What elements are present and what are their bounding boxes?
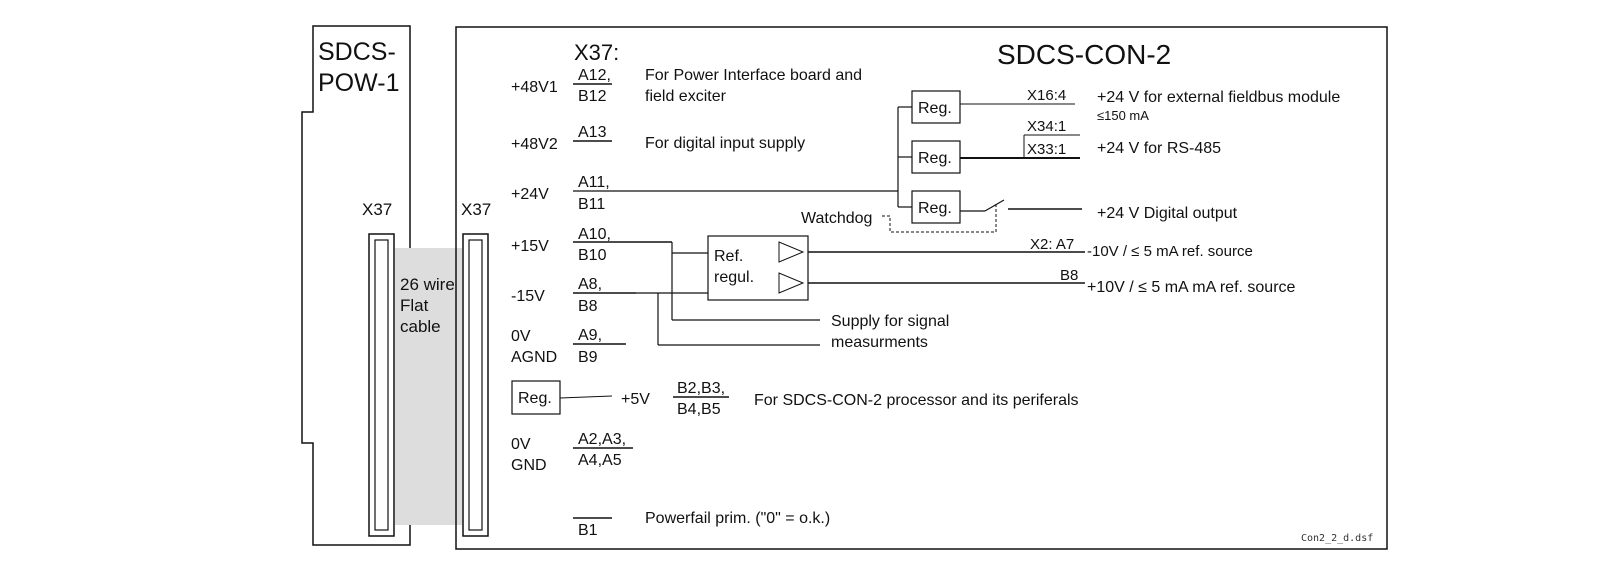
switch-contact xyxy=(984,199,1005,212)
pin-b9: B9 xyxy=(578,349,598,366)
regulator-digital-output-label: Reg. xyxy=(918,200,952,217)
con-connector-label: X37 xyxy=(461,200,491,219)
rail-gnd: GND xyxy=(511,457,547,474)
pow-connector-inner xyxy=(374,239,389,531)
rail-5v: +5V xyxy=(621,391,650,408)
rail-neg15v: -15V xyxy=(511,288,545,305)
ref-regulator-label-line2: regul. xyxy=(714,269,754,286)
pin-a2a3: A2,A3, xyxy=(578,431,626,448)
output-rs485: +24 V for RS-485 xyxy=(1097,140,1221,157)
pin-b10: B10 xyxy=(578,247,607,264)
output-pos-ref: +10V / ≤ 5 mA mA ref. source xyxy=(1087,279,1296,296)
rail-48v1: +48V1 xyxy=(511,79,558,96)
regulator-5v-label: Reg. xyxy=(518,390,552,407)
terminal-x34-1: X34:1 xyxy=(1027,118,1066,135)
pin-a10: A10, xyxy=(578,226,611,243)
pin-b4b5: B4,B5 xyxy=(677,401,721,418)
pin-b8: B8 xyxy=(578,298,598,315)
pin-a11: A11, xyxy=(578,174,610,191)
con-board-outline xyxy=(455,26,1388,550)
con-connector-inner xyxy=(468,239,483,531)
regulator-fieldbus xyxy=(911,90,961,124)
terminal-b8: B8 xyxy=(1060,267,1078,284)
x37-heading: X37: xyxy=(574,40,619,65)
rail-24v: +24V xyxy=(511,186,549,203)
amplifier-lower-icon xyxy=(778,272,805,294)
terminal-x33-1: X33:1 xyxy=(1027,141,1066,158)
desc-supply-signal-line2: measurments xyxy=(831,334,928,351)
pin-b2b3: B2,B3, xyxy=(677,380,725,397)
pin-a13: A13 xyxy=(578,124,607,141)
terminal-x2-a7: X2: A7 xyxy=(1030,236,1074,253)
cable-label-line1: 26 wire xyxy=(400,275,455,294)
cable-label-line2: Flat xyxy=(400,296,429,315)
pow-board-title-line1: SDCS- xyxy=(318,38,396,66)
desc-powerfail: Powerfail prim. ("0" = o.k.) xyxy=(645,510,830,527)
output-fieldbus-limit: ≤150 mA xyxy=(1097,108,1149,123)
pin-a8: A8, xyxy=(578,276,602,293)
desc-digital-input: For digital input supply xyxy=(645,135,805,152)
con-board-title: SDCS-CON-2 xyxy=(997,39,1171,70)
cable-label-line3: cable xyxy=(400,317,441,336)
regulator-fieldbus-label: Reg. xyxy=(918,100,952,117)
pin-a4a5: A4,A5 xyxy=(578,452,622,469)
watchdog-line xyxy=(882,203,997,233)
pin-a9: A9, xyxy=(578,327,602,344)
output-neg-ref: -10V / ≤ 5 mA ref. source xyxy=(1087,243,1253,260)
rail-agnd: AGND xyxy=(511,349,557,366)
output-digital: +24 V Digital output xyxy=(1097,205,1238,222)
regulator-rs485-label: Reg. xyxy=(918,150,952,167)
flat-cable xyxy=(395,248,462,525)
rail-0v-digital: 0V xyxy=(511,436,531,453)
desc-power-interface-line2: field exciter xyxy=(645,88,727,105)
pow-connector-label: X37 xyxy=(362,200,392,219)
watchdog-label: Watchdog xyxy=(801,210,872,227)
rail-48v2: +48V2 xyxy=(511,136,558,153)
ref-regulator xyxy=(707,235,809,301)
pin-b12: B12 xyxy=(578,88,607,105)
pin-a12: A12, xyxy=(578,67,611,84)
output-fieldbus: +24 V for external fieldbus module xyxy=(1097,89,1340,106)
desc-power-interface-line1: For Power Interface board and xyxy=(645,67,862,84)
desc-supply-signal-line1: Supply for signal xyxy=(831,313,949,330)
pow-board-outline xyxy=(301,25,411,546)
amplifier-upper-icon xyxy=(778,241,805,263)
rail-15v: +15V xyxy=(511,238,549,255)
rail-0v-analog: 0V xyxy=(511,328,531,345)
pow-connector-outer xyxy=(368,233,395,537)
wire-reg-5v xyxy=(559,395,613,399)
pin-b11: B11 xyxy=(578,196,605,213)
regulator-digital-output xyxy=(911,190,961,224)
pin-b1: B1 xyxy=(578,522,598,539)
desc-processor: For SDCS-CON-2 processor and its perifer… xyxy=(754,392,1079,409)
file-tag: Con2_2_d.dsf xyxy=(1301,533,1373,544)
ref-regulator-label-line1: Ref. xyxy=(714,248,743,265)
con-connector-outer xyxy=(462,233,489,537)
terminal-x16-4: X16:4 xyxy=(1027,87,1066,104)
pow-board-title-line2: POW-1 xyxy=(318,69,400,97)
